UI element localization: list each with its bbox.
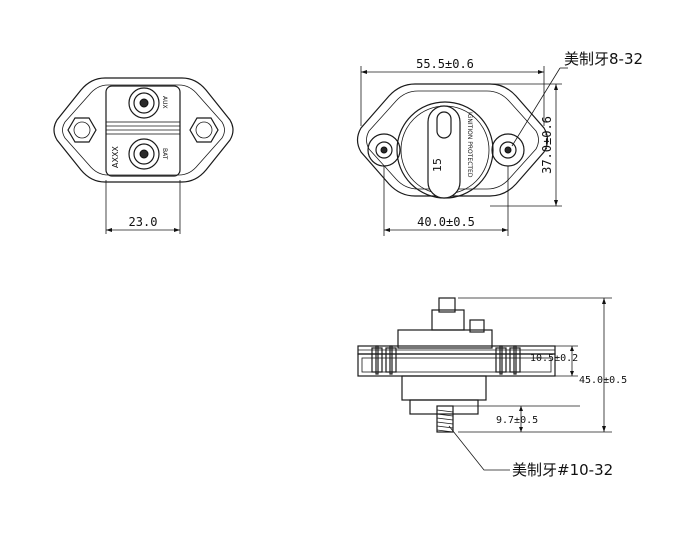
aux-terminal-stud bbox=[139, 98, 149, 108]
side-view: 45.0±0.5 10.5±0.2 9.7±0.5 美制牙#10-32 bbox=[357, 297, 627, 479]
side-cap bbox=[397, 329, 493, 349]
rating-label: 15 bbox=[431, 158, 444, 172]
side-lower-body bbox=[401, 375, 487, 401]
left-hex-hole-right bbox=[195, 121, 213, 139]
ignition-protected-label: IGNITION PROTECTED bbox=[466, 112, 473, 178]
top-width-dimension: 55.5±0.6 bbox=[416, 57, 474, 71]
top-flange-inner bbox=[366, 90, 539, 190]
top-view: 15 IGNITION PROTECTED 55.5±0.6 37.0±0.6 … bbox=[356, 50, 643, 236]
aux-label: AUX bbox=[161, 96, 168, 109]
stud-length-dimension: 9.7±0.5 bbox=[496, 415, 538, 426]
bat-terminal-stud bbox=[139, 149, 149, 159]
total-height-dimension: 45.0±0.5 bbox=[579, 375, 627, 386]
left-flange-outline bbox=[53, 77, 234, 183]
thread-callout-leader-side bbox=[448, 425, 510, 471]
top-mount-hole-left bbox=[375, 141, 393, 159]
left-body-divider bbox=[105, 121, 181, 135]
thread-callout-leader-top bbox=[511, 67, 561, 147]
aux-terminal-outer bbox=[128, 87, 160, 119]
left-hex-nut-right bbox=[189, 117, 219, 143]
top-button-slot bbox=[436, 111, 452, 139]
left-view: AUX BAT AXXX 23.0 bbox=[53, 77, 234, 234]
top-mount-hole-right bbox=[499, 141, 517, 159]
left-flange-inner bbox=[62, 84, 225, 176]
part-number-label: AXXX bbox=[111, 146, 120, 168]
flange-height-dimension: 10.5±0.2 bbox=[530, 353, 578, 364]
side-button bbox=[438, 297, 456, 313]
thread-callout-side: 美制牙#10-32 bbox=[512, 461, 613, 479]
hole-spacing-dimension: 40.0±0.5 bbox=[417, 215, 475, 229]
left-width-dimension: 23.0 bbox=[129, 215, 158, 229]
top-height-dimension: 37.0±0.6 bbox=[540, 116, 554, 174]
left-hex-hole-left bbox=[73, 121, 91, 139]
top-oval-plate bbox=[427, 105, 461, 199]
threaded-stud bbox=[436, 405, 454, 433]
bat-terminal-outer bbox=[128, 138, 160, 170]
bat-label: BAT bbox=[161, 148, 168, 160]
top-flange-outline bbox=[356, 83, 549, 197]
thread-callout-top: 美制牙8-32 bbox=[564, 50, 643, 68]
aux-terminal-ring bbox=[133, 92, 155, 114]
bat-terminal-ring bbox=[133, 143, 155, 165]
left-hex-nut-left bbox=[67, 117, 97, 143]
